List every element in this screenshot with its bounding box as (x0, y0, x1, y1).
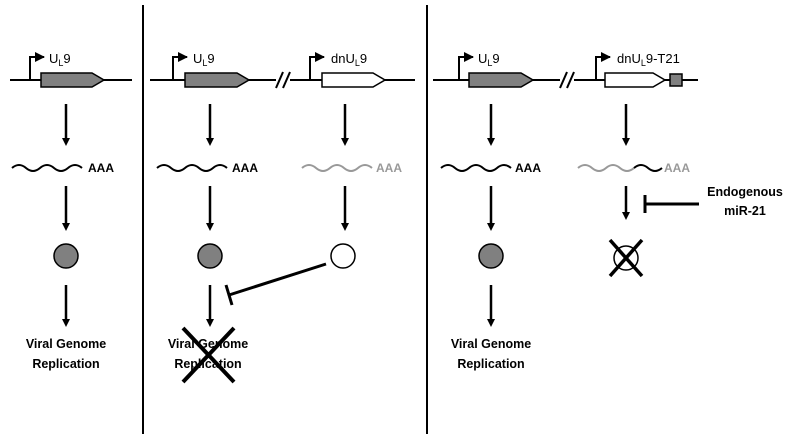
outcome-label-line2: Replication (174, 357, 241, 371)
gene-label-ul9: UL9 (478, 51, 500, 68)
mir21-target-site (669, 73, 683, 87)
promoter-arrow-dn (309, 52, 325, 80)
dnul9-protein (330, 243, 356, 269)
polya-tail-wt: AAA (232, 161, 258, 175)
polya-tail-dn: AAA (664, 161, 690, 175)
gene-box-ul9 (468, 72, 535, 88)
mirna-label-line1: Endogenous (707, 185, 783, 199)
outcome-label-line2: Replication (32, 357, 99, 371)
gene-label-dnul9: dnUL9 (331, 51, 367, 68)
promoter-arrow (458, 52, 474, 80)
blocked-x-icon (608, 238, 644, 278)
blocked-x-icon (181, 326, 236, 384)
dna-break-mark (282, 71, 291, 89)
mrna-transcript-dn (301, 164, 373, 172)
outcome-label-line2: Replication (457, 357, 524, 371)
polya-tail-wt: AAA (515, 161, 541, 175)
panel-2: UL9 dnUL9 AAA AAA Viral Genome Replicati… (150, 51, 415, 384)
ul9-protein (53, 243, 79, 269)
promoter-arrow (29, 52, 45, 80)
mrna-transcript-wt (156, 164, 228, 172)
panel-1: UL9 AAA Viral Genome Replication (10, 51, 132, 371)
gene-box-ul9 (184, 72, 251, 88)
outcome-label-line1: Viral Genome (451, 337, 531, 351)
gene-box-dnul9 (321, 72, 387, 88)
gene-label-ul9: UL9 (193, 51, 215, 68)
dna-break-mark (559, 71, 568, 89)
polya-tail-dn: AAA (376, 161, 402, 175)
promoter-arrow (172, 52, 188, 80)
mrna-transcript-wt (440, 164, 512, 172)
ul9-protein (197, 243, 223, 269)
inhibition-bar (224, 284, 234, 306)
promoter-arrow-dn (595, 52, 611, 80)
gene-label-dnul9-t21: dnUL9-T21 (617, 51, 680, 68)
mrna-transcript (11, 164, 83, 172)
gene-box-ul9 (40, 72, 106, 88)
dna-break-mark (275, 71, 284, 89)
outcome-label-line1: Viral Genome (26, 337, 106, 351)
panel-3: UL9 dnUL9-T21 AAA AAA Endogenous miR-21 … (433, 51, 783, 371)
polya-tail: AAA (88, 161, 114, 175)
mrna-mir21-site (633, 164, 663, 172)
ul9-protein (478, 243, 504, 269)
gene-label-ul9: UL9 (49, 51, 71, 68)
gene-box-dnul9 (604, 72, 667, 88)
mrna-transcript-dn (577, 164, 635, 172)
inhibition-line (228, 262, 327, 297)
dna-break-mark (566, 71, 575, 89)
outcome-label-line1: Viral Genome (168, 337, 248, 351)
mirna-label-line2: miR-21 (724, 204, 766, 218)
